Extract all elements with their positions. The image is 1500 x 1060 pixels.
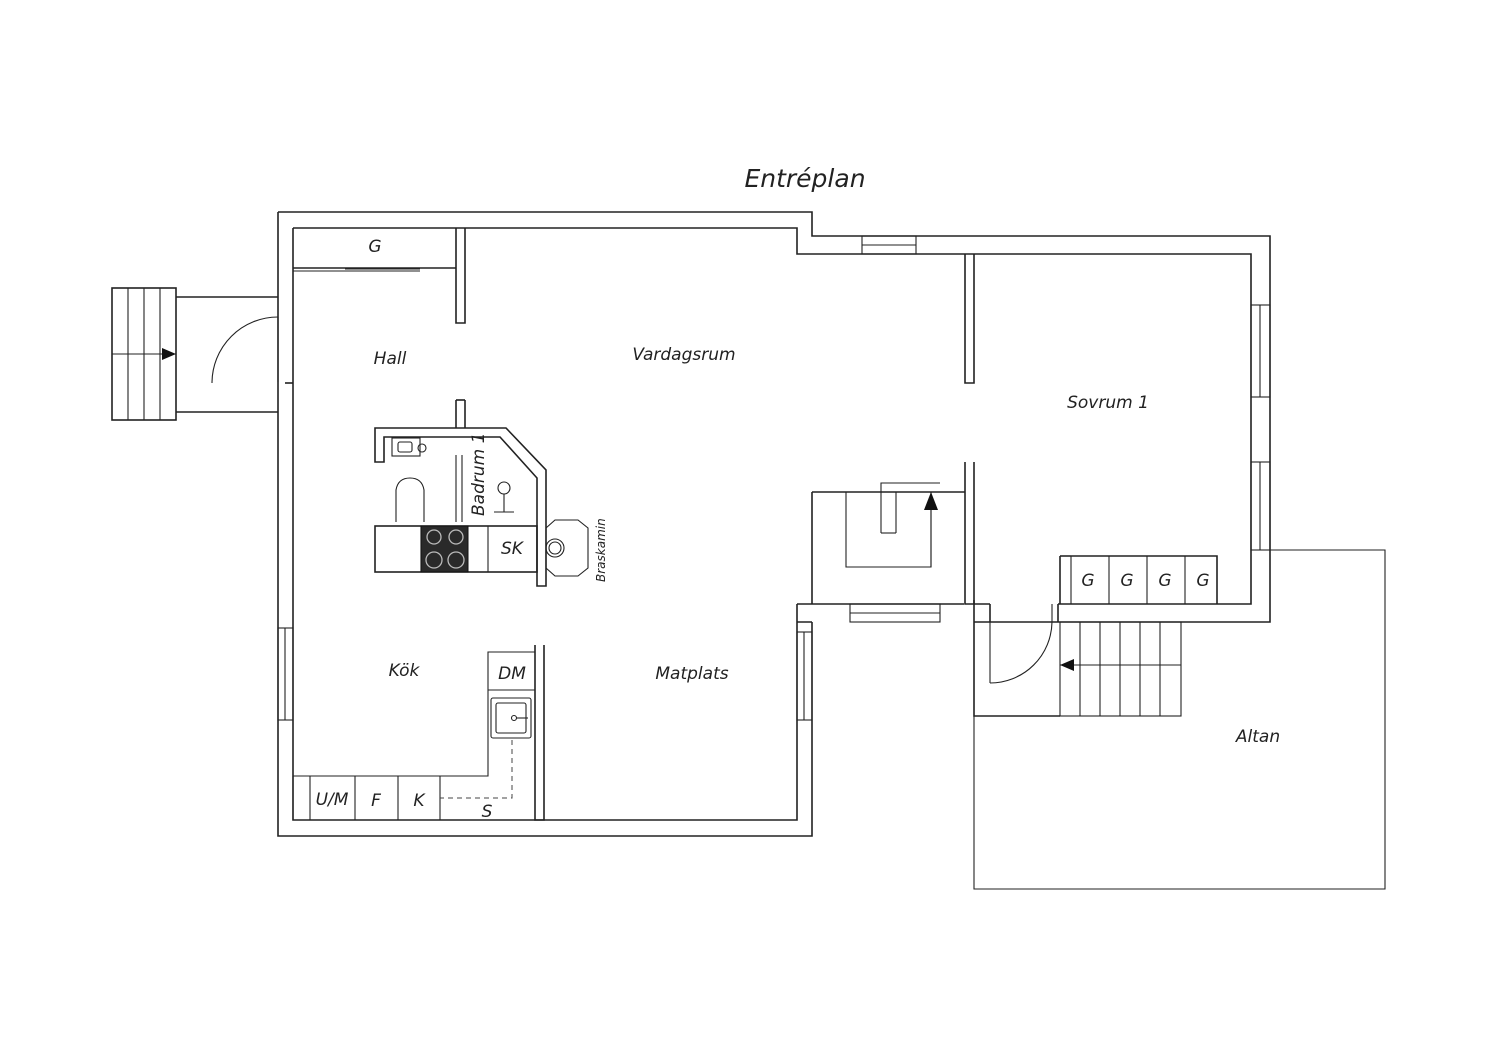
plan-title: Entréplan — [744, 164, 865, 193]
wardrobe-label-2: G — [1120, 571, 1133, 591]
room-labels: Hall Vardagsrum Sovrum 1 Kök Matplats Al… — [374, 345, 1280, 747]
fixture-label-sk: SK — [501, 539, 525, 559]
kitchen-island: SK — [374, 525, 538, 573]
room-label-hall: Hall — [374, 349, 407, 369]
fixture-label-k: K — [413, 791, 426, 811]
exterior-walls — [277, 211, 1271, 837]
wardrobe-label-1: G — [1081, 571, 1094, 591]
label-braskamin: Braskamin — [594, 518, 608, 582]
entrance-stairs — [111, 287, 278, 421]
kitchen-counters: DM U/M F K S — [292, 651, 535, 822]
wardrobe-label-4: G — [1196, 571, 1209, 591]
interior-walls — [293, 228, 975, 821]
room-label-matplats: Matplats — [655, 664, 728, 684]
bedroom-wardrobes: G G G G — [1059, 555, 1218, 604]
fixture-label-f: F — [371, 791, 381, 811]
rear-entry — [989, 604, 1182, 717]
fixture-label-dm: DM — [498, 664, 526, 684]
fixture-label-um: U/M — [316, 790, 349, 810]
entrance-door — [211, 316, 293, 384]
fireplace: Braskamin — [545, 518, 608, 582]
deck-altan — [973, 549, 1386, 890]
hall-wardrobe: G — [293, 237, 420, 272]
room-label-vardagsrum: Vardagsrum — [632, 345, 735, 365]
wardrobe-label-hall: G — [368, 237, 381, 257]
bathroom: Badrum 1 — [374, 399, 547, 587]
fixture-label-s: S — [482, 802, 493, 822]
room-label-altan: Altan — [1235, 727, 1280, 747]
wardrobe-label-3: G — [1158, 571, 1171, 591]
room-label-badrum: Badrum 1 — [469, 433, 489, 516]
room-label-sovrum: Sovrum 1 — [1067, 393, 1149, 413]
windows — [277, 235, 1271, 721]
interior-stair — [845, 482, 940, 568]
room-label-kok: Kök — [389, 661, 421, 681]
